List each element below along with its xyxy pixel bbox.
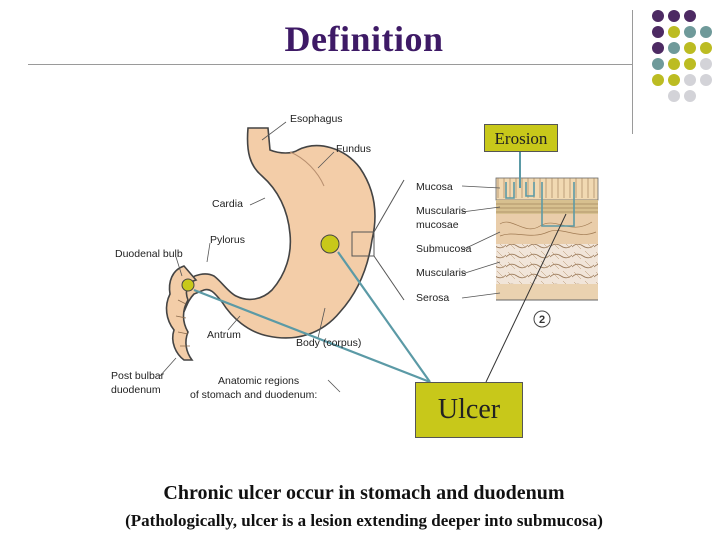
label-esophagus: Esophagus	[290, 113, 343, 125]
page-title: Definition	[284, 19, 444, 59]
label-cardia: Cardia	[212, 198, 243, 210]
label-post-bulbar-duodenum: duodenum	[111, 384, 161, 396]
label-duodenal-bulb: Duodenal bulb	[115, 248, 183, 260]
label-post-bulbar: Post bulbar	[111, 370, 165, 382]
label-pylorus: Pylorus	[210, 234, 246, 246]
erosion-callout: Erosion	[484, 124, 558, 152]
decor-dot	[700, 42, 712, 54]
label-serosa: Serosa	[416, 292, 450, 304]
caption-line-1: Chronic ulcer occur in stomach and duode…	[163, 482, 565, 504]
decor-divider	[632, 10, 633, 134]
decor-dot	[668, 90, 680, 102]
decor-dot	[668, 42, 680, 54]
decor-dot	[668, 74, 680, 86]
duodenum-shape	[165, 265, 198, 361]
decor-dot	[700, 26, 712, 38]
decor-dot	[684, 90, 696, 102]
decor-dot	[668, 58, 680, 70]
ulcer-callout: Ulcer	[415, 382, 523, 438]
decor-dot	[684, 58, 696, 70]
decor-dot	[652, 26, 664, 38]
decor-dot	[700, 74, 712, 86]
decor-dot	[684, 10, 696, 22]
caption-line-2: (Pathologically, ulcer is a lesion exten…	[125, 511, 603, 530]
decorative-dot-grid	[648, 10, 724, 120]
decor-dot	[668, 26, 680, 38]
label-body: Body (corpus)	[296, 337, 362, 349]
label-muscularis: Muscularis	[416, 267, 467, 279]
label-fundus: Fundus	[336, 143, 372, 155]
ulcer-marker-stomach	[320, 234, 340, 254]
figure-number: 2	[539, 314, 545, 326]
decor-dot	[652, 58, 664, 70]
decor-dot	[684, 74, 696, 86]
label-antrum: Antrum	[207, 329, 241, 341]
label-muscularis-mucosae: Muscularis	[416, 205, 467, 217]
decor-dot	[700, 58, 712, 70]
decor-dot	[684, 42, 696, 54]
decor-dot	[652, 74, 664, 86]
wall-section-box	[351, 231, 375, 257]
title-divider	[28, 64, 633, 65]
ulcer-marker-duodenum	[181, 278, 195, 292]
decor-dot	[652, 42, 664, 54]
label-submucosa: Submucosa	[416, 243, 472, 255]
decor-dot	[652, 10, 664, 22]
decor-dot	[684, 26, 696, 38]
wall-layers	[495, 177, 599, 301]
decor-dot	[668, 10, 680, 22]
figure-number-badge	[533, 310, 551, 328]
stomach-shape	[168, 127, 376, 339]
label-anatomic-regions: Anatomic regions	[218, 375, 300, 387]
label-muscularis-mucosae-2: mucosae	[416, 219, 459, 231]
label-anatomic-stomach-duodenum: of stomach and duodenum:	[190, 389, 318, 401]
label-mucosa: Mucosa	[416, 181, 453, 193]
